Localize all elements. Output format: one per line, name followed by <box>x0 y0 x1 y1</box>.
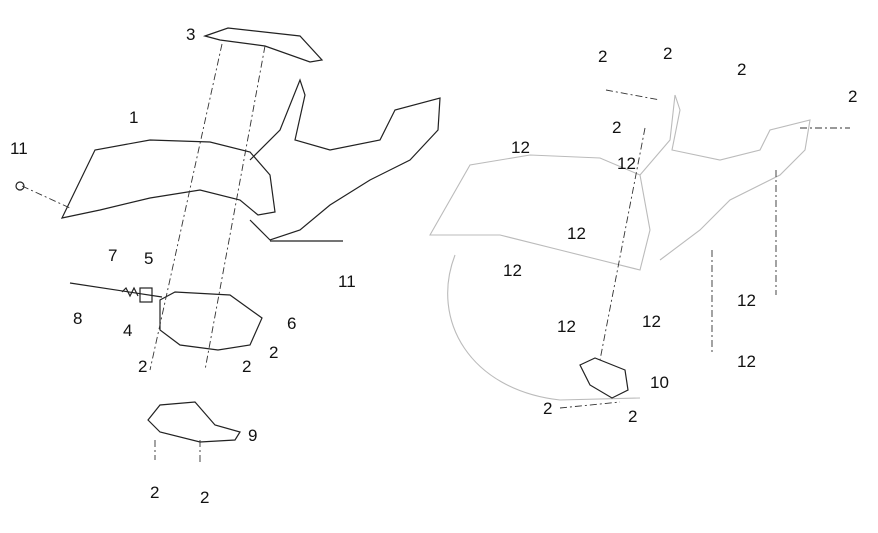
callout-label: 7 <box>108 246 117 265</box>
part-5-collar <box>139 287 153 303</box>
callout-label: 11 <box>10 139 28 158</box>
callout-label: 2 <box>269 343 278 362</box>
callout-label: 11 <box>338 272 356 291</box>
callout-label: 2 <box>150 483 159 502</box>
callout-label: 2 <box>663 44 672 63</box>
callout-label: 2 <box>737 60 746 79</box>
assembly-line <box>149 43 223 371</box>
ghost-front-cover <box>429 154 651 271</box>
callout-label: 4 <box>123 321 132 340</box>
callout-label: 1 <box>129 108 138 127</box>
callout-label: 12 <box>511 138 530 157</box>
callout-label: 12 <box>617 154 636 173</box>
ghost-body-panel <box>639 94 811 261</box>
callout-label: 12 <box>567 224 586 243</box>
part-6-bracket <box>159 291 263 351</box>
assembly-line <box>559 401 621 409</box>
callout-label: 12 <box>557 317 576 336</box>
assembly-line <box>204 45 266 371</box>
callout-label: 6 <box>287 314 296 333</box>
part-1-front-cover <box>60 139 276 219</box>
part-4-spring <box>121 286 139 298</box>
callout-label: 9 <box>248 426 257 445</box>
left-assembly: 3 1 11 11 7 5 8 4 6 2 2 2 9 2 2 <box>10 25 441 507</box>
part-10-bracket <box>579 357 629 399</box>
ghost-cable <box>447 254 641 401</box>
part-3-handle-cover <box>202 27 324 63</box>
callout-label: 2 <box>848 87 857 106</box>
callout-label: 2 <box>598 47 607 66</box>
front-body-panel <box>249 78 441 241</box>
assembly-line <box>605 89 661 101</box>
right-assembly: 2 2 2 2 2 12 12 12 12 12 12 12 12 10 2 2 <box>429 44 857 426</box>
callout-label: 2 <box>200 488 209 507</box>
callout-label: 2 <box>138 357 147 376</box>
callout-label: 12 <box>737 291 756 310</box>
callout-label: 12 <box>642 312 661 331</box>
callout-label: 10 <box>650 373 669 392</box>
callout-label: 8 <box>73 309 82 328</box>
assembly-line <box>21 185 71 209</box>
callout-label: 2 <box>242 357 251 376</box>
callout-label: 12 <box>737 352 756 371</box>
callout-label: 2 <box>612 118 621 137</box>
part-11-screw <box>15 181 25 191</box>
callout-label: 3 <box>186 25 195 44</box>
assembly-line <box>599 127 646 361</box>
part-8-bolt <box>69 282 163 298</box>
callout-label: 2 <box>628 407 637 426</box>
callout-label: 12 <box>503 261 522 280</box>
part-9-lower-cover <box>147 401 241 443</box>
callout-label: 5 <box>144 249 153 268</box>
callout-label: 2 <box>543 399 552 418</box>
